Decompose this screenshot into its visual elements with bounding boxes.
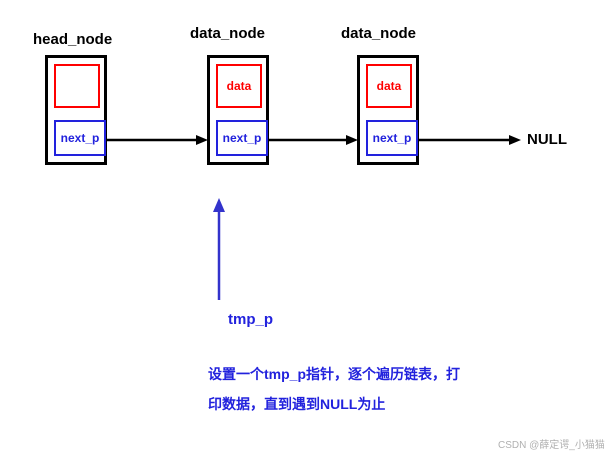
- head-node-next-cell: next_p: [54, 120, 106, 156]
- node-title-head: head_node: [33, 31, 113, 48]
- data-node-2-next-cell: next_p: [366, 120, 418, 156]
- data-node-2: data next_p: [357, 55, 419, 165]
- node-title-data-2: data_node: [341, 25, 417, 42]
- data-node-1: data next_p: [207, 55, 269, 165]
- null-label: NULL: [527, 131, 567, 148]
- caption-line-1: 设置一个tmp_p指针，逐个遍历链表，打: [208, 366, 460, 382]
- caption-line-2: 印数据，直到遇到NULL为止: [208, 396, 386, 412]
- head-node-data-cell: [54, 64, 100, 108]
- node-title-data-1: data_node: [190, 25, 266, 42]
- tmp-pointer-label: tmp_p: [228, 311, 273, 328]
- data-node-1-next-cell: next_p: [216, 120, 268, 156]
- watermark: CSDN @薛定谔_小猫猫: [498, 440, 605, 451]
- data-node-2-data-cell: data: [366, 64, 412, 108]
- head-node: next_p: [45, 55, 107, 165]
- data-node-1-data-cell: data: [216, 64, 262, 108]
